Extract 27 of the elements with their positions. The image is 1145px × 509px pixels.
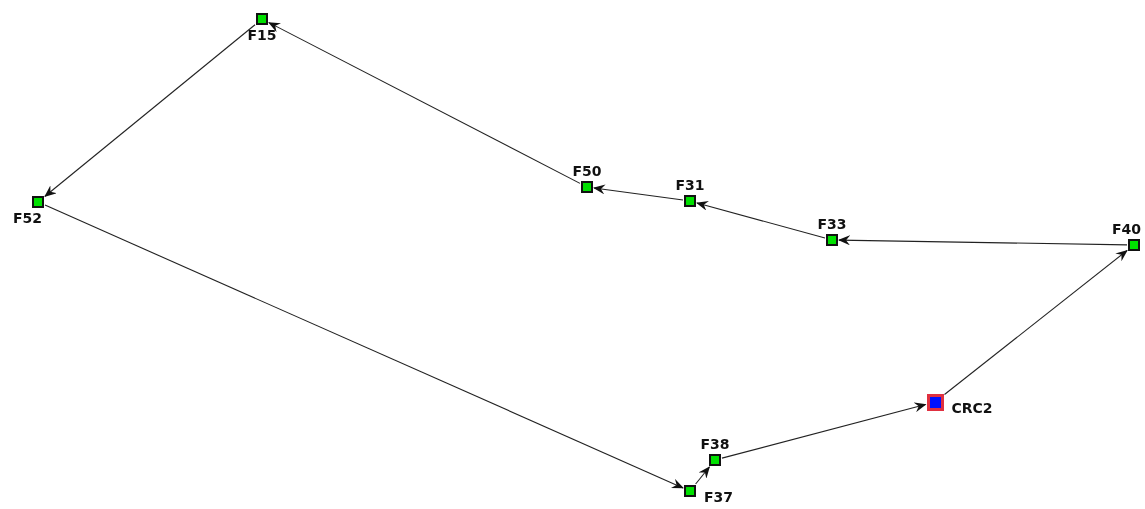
node-square	[581, 181, 593, 193]
node-label: F33	[817, 216, 847, 232]
node-label: F40	[1111, 221, 1141, 237]
hub-node-square	[926, 393, 944, 411]
node-label: F37	[704, 489, 734, 505]
node-square	[256, 13, 268, 25]
arrow	[943, 249, 1128, 396]
node-square	[32, 196, 44, 208]
node-label: F31	[675, 177, 705, 193]
arrow	[44, 24, 256, 197]
node-square	[1128, 239, 1140, 251]
node-label: F50	[572, 163, 602, 179]
arrow	[838, 235, 1128, 246]
node-square	[826, 234, 838, 246]
arrow	[44, 204, 684, 489]
node-label: CRC2	[951, 400, 993, 416]
arrow	[721, 402, 927, 459]
node-square	[684, 195, 696, 207]
node-label: F38	[700, 436, 730, 452]
node-square	[709, 454, 721, 466]
arrow	[593, 184, 684, 201]
node-label: F52	[12, 210, 42, 226]
node-square	[684, 485, 696, 497]
node-label: F15	[247, 27, 277, 43]
arrow	[268, 22, 581, 184]
arrow	[696, 201, 826, 239]
arrow	[695, 466, 710, 485]
